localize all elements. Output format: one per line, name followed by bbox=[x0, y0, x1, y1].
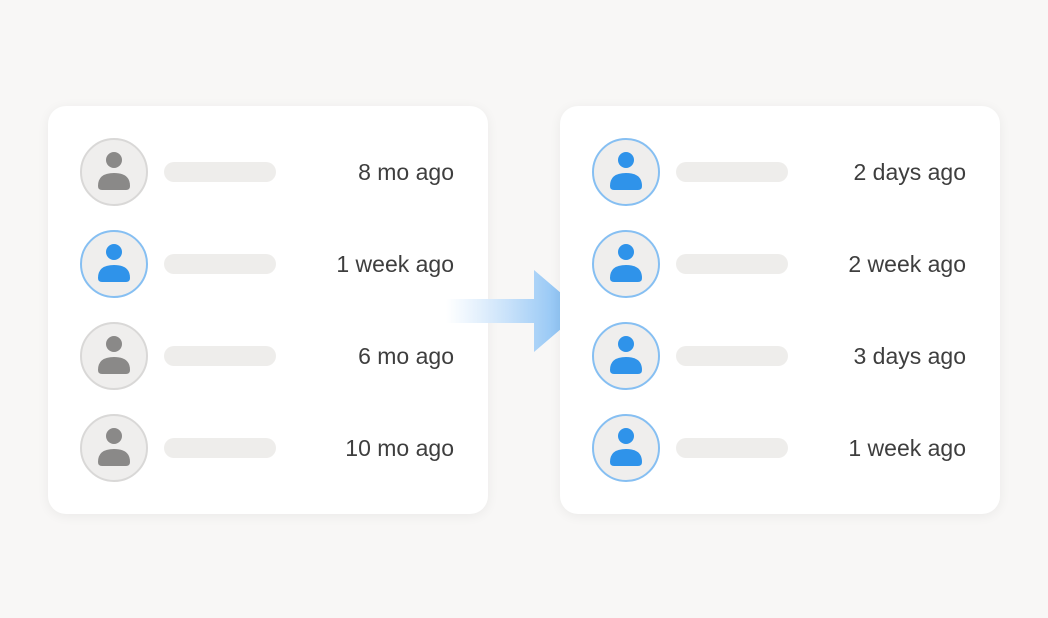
before-list-card: 8 mo ago 1 week ago 6 mo ago 10 mo ago bbox=[48, 106, 488, 514]
list-item: 1 week ago bbox=[560, 414, 1000, 482]
list-item: 6 mo ago bbox=[48, 322, 488, 390]
user-icon bbox=[98, 152, 130, 190]
last-active-label: 1 week ago bbox=[848, 435, 966, 461]
avatar bbox=[80, 414, 148, 482]
user-icon bbox=[610, 152, 642, 190]
last-active-label: 2 days ago bbox=[853, 159, 966, 185]
last-active-label: 1 week ago bbox=[336, 251, 454, 277]
after-list-card: 2 days ago 2 week ago 3 days ago 1 week … bbox=[560, 106, 1000, 514]
last-active-label: 3 days ago bbox=[853, 343, 966, 369]
avatar bbox=[80, 322, 148, 390]
avatar bbox=[592, 414, 660, 482]
user-icon bbox=[98, 336, 130, 374]
name-placeholder bbox=[164, 346, 276, 366]
user-icon bbox=[610, 244, 642, 282]
name-placeholder bbox=[164, 254, 276, 274]
name-placeholder bbox=[164, 438, 276, 458]
arrow-right-icon bbox=[446, 270, 582, 352]
list-item: 1 week ago bbox=[48, 230, 488, 298]
list-item: 2 week ago bbox=[560, 230, 1000, 298]
list-item: 10 mo ago bbox=[48, 414, 488, 482]
name-placeholder bbox=[164, 162, 276, 182]
avatar bbox=[592, 322, 660, 390]
avatar bbox=[80, 138, 148, 206]
last-active-label: 2 week ago bbox=[848, 251, 966, 277]
name-placeholder bbox=[676, 346, 788, 366]
name-placeholder bbox=[676, 162, 788, 182]
user-icon bbox=[610, 428, 642, 466]
user-icon bbox=[610, 336, 642, 374]
list-item: 2 days ago bbox=[560, 138, 1000, 206]
last-active-label: 6 mo ago bbox=[358, 343, 454, 369]
user-icon bbox=[98, 428, 130, 466]
last-active-label: 10 mo ago bbox=[345, 435, 454, 461]
avatar bbox=[592, 138, 660, 206]
avatar bbox=[80, 230, 148, 298]
last-active-label: 8 mo ago bbox=[358, 159, 454, 185]
avatar bbox=[592, 230, 660, 298]
list-item: 8 mo ago bbox=[48, 138, 488, 206]
user-icon bbox=[98, 244, 130, 282]
name-placeholder bbox=[676, 438, 788, 458]
name-placeholder bbox=[676, 254, 788, 274]
list-item: 3 days ago bbox=[560, 322, 1000, 390]
